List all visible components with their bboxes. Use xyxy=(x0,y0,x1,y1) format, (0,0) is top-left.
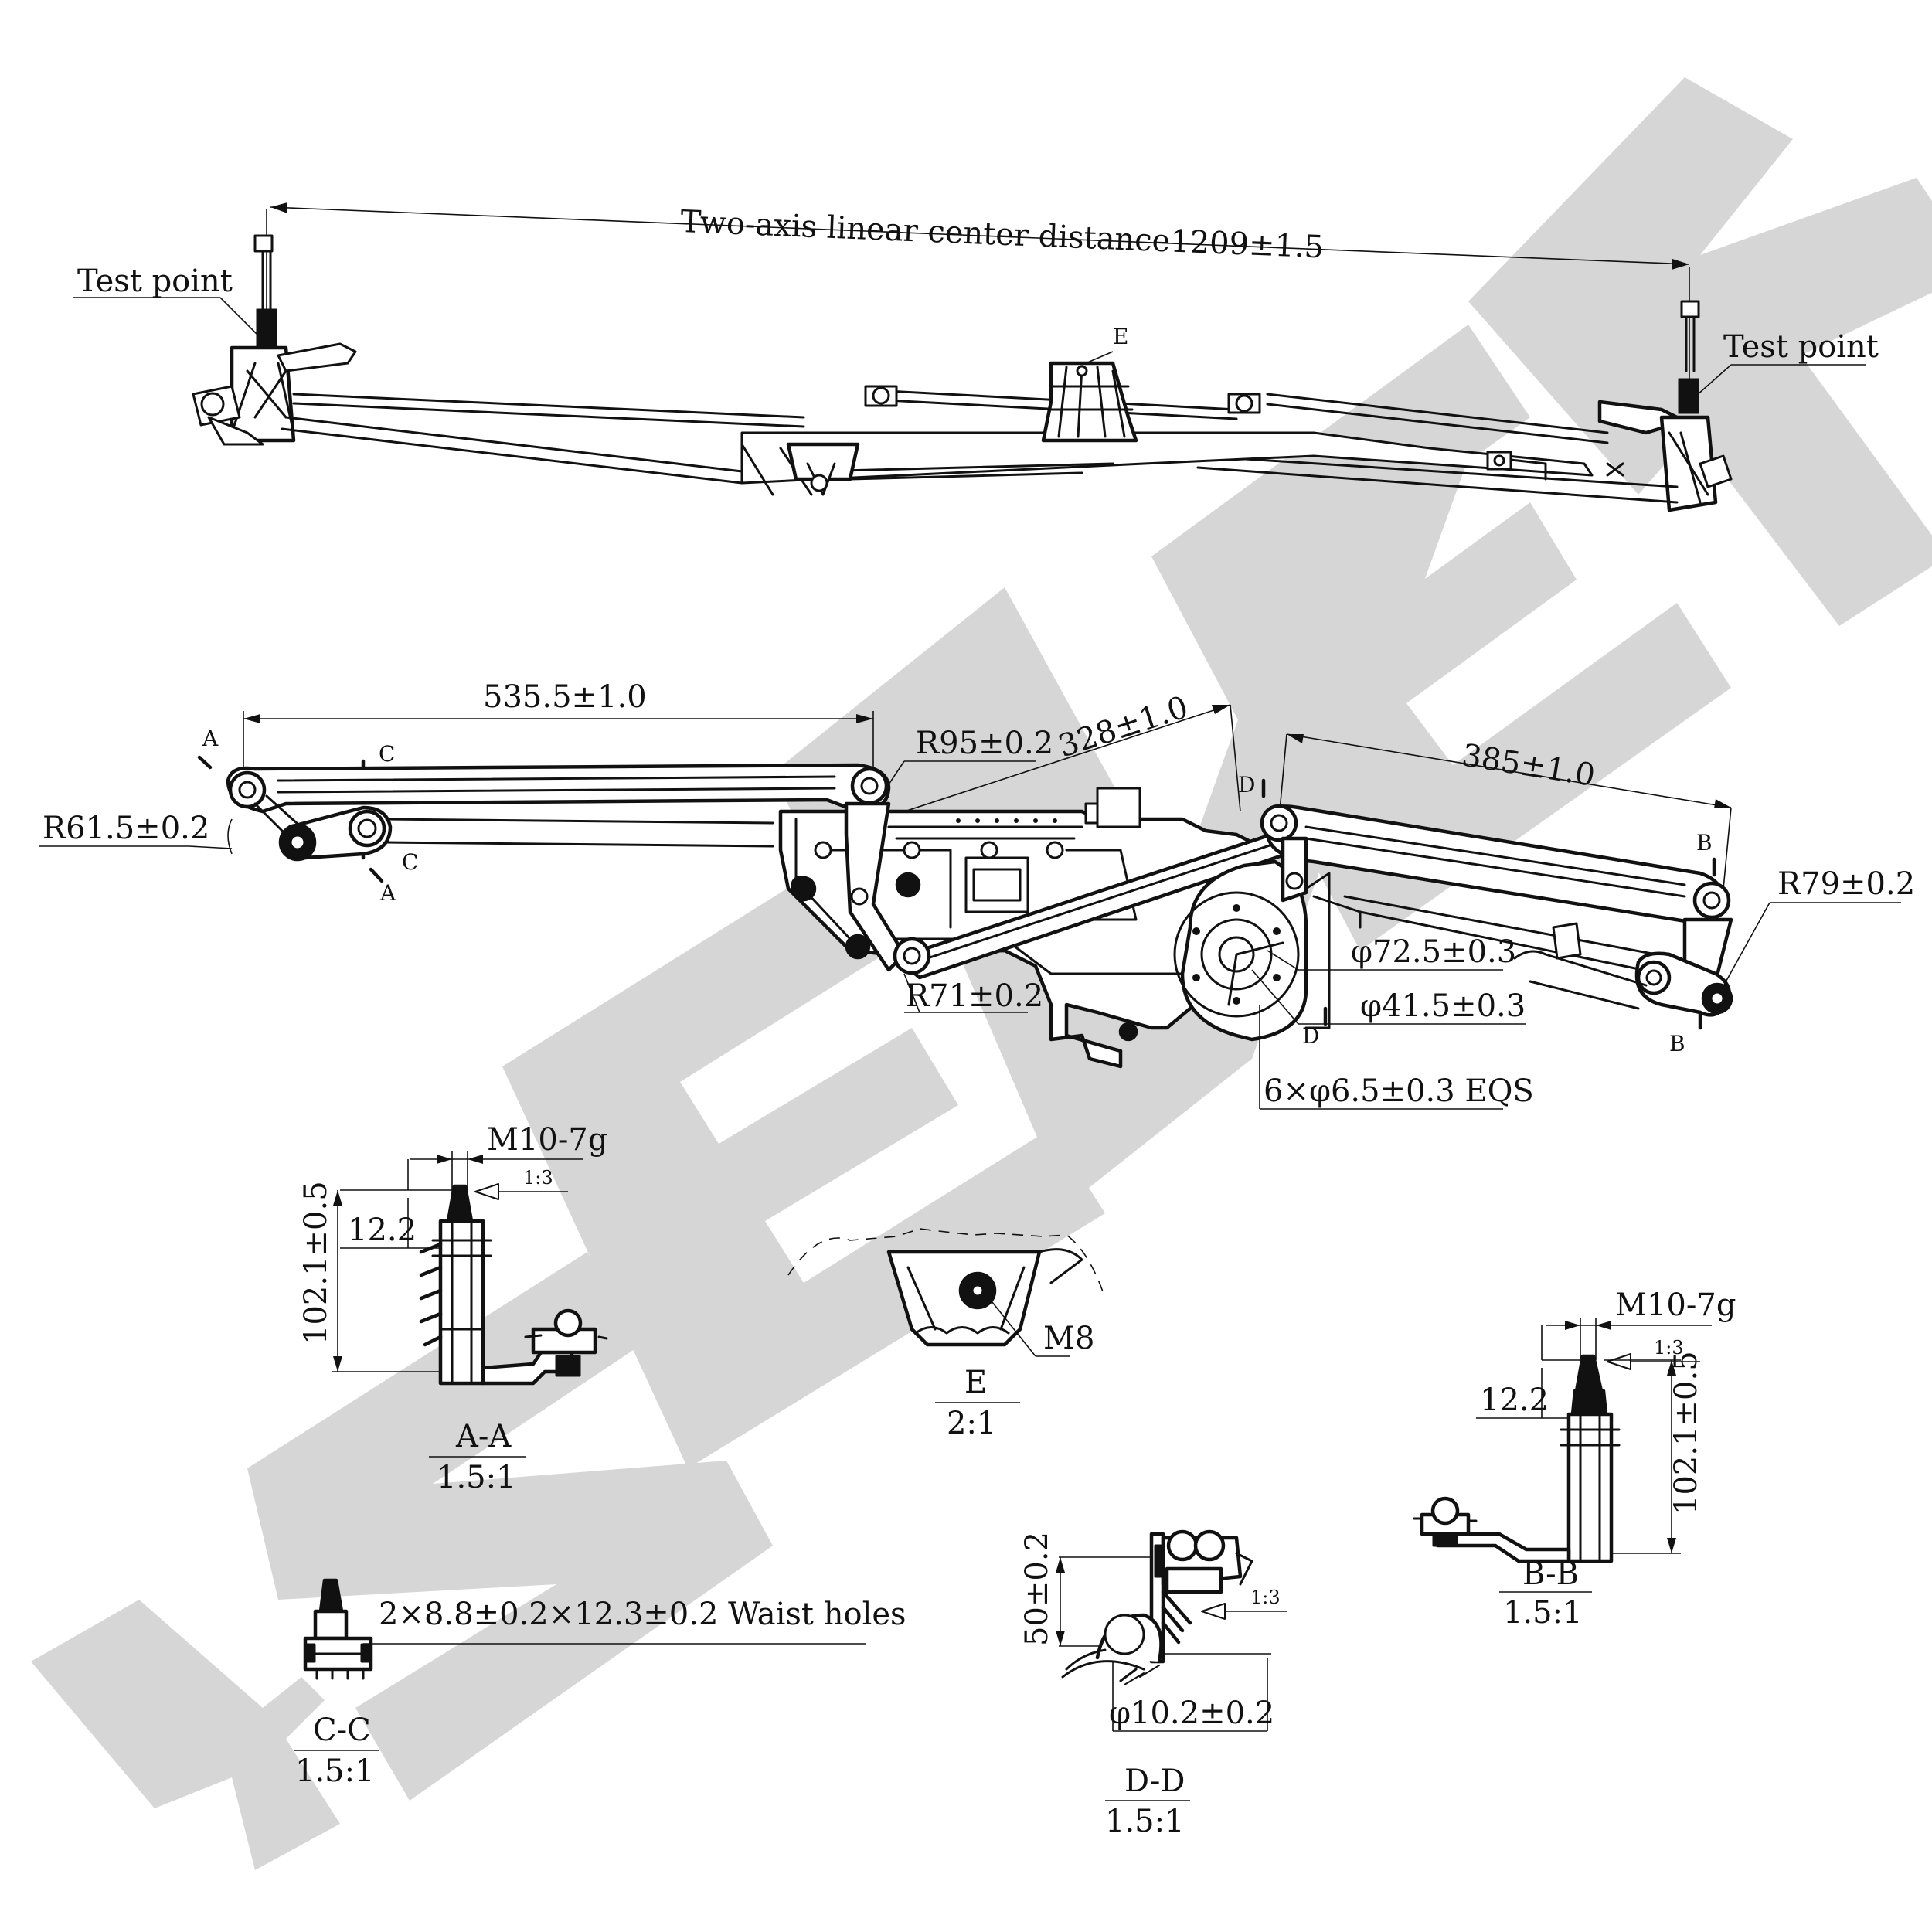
dia-inner-label: φ41.5±0.3 xyxy=(1360,988,1526,1024)
watermark-letter-z xyxy=(247,1252,773,1801)
bb-height-label: 102.1±0.5 xyxy=(1668,1351,1704,1515)
bb-thread-label: M10-7g xyxy=(1615,1287,1736,1323)
aa-height-label: 102.1±0.5 xyxy=(298,1181,334,1345)
center-distance-label: Two-axis linear center distance1209±1.5 xyxy=(680,204,1325,265)
dd-taper-label: 1:3 xyxy=(1250,1587,1281,1608)
bb-scale: 1.5:1 xyxy=(1503,1595,1583,1631)
motor-housing xyxy=(1173,859,1362,1042)
section-aa: M10-7g 1:3 12.2 102.1±0.5 A-A 1.5:1 xyxy=(298,1122,608,1495)
dd-dia-label: φ10.2±0.2 xyxy=(1109,1696,1274,1731)
bb-taper-label: 1:3 xyxy=(1654,1337,1684,1359)
section-cc: 2×8.8±0.2×12.3±0.2 Waist holes C-C 1.5:1 xyxy=(294,1578,906,1789)
aa-small-label: 12.2 xyxy=(348,1213,417,1248)
svg-text:A: A xyxy=(202,726,219,751)
cc-title: C-C xyxy=(313,1713,371,1748)
e-thread-label: M8 xyxy=(1043,1321,1094,1356)
aa-scale: 1.5:1 xyxy=(437,1460,516,1495)
dia-outer-label: φ72.5±0.3 xyxy=(1351,934,1516,970)
dim-385-line xyxy=(1286,733,1732,808)
detail-e: M8 E 2:1 xyxy=(787,1228,1106,1441)
bb-title: B-B xyxy=(1522,1556,1579,1592)
section-dd: 50±0.2 1:3 φ10.2±0.2 D-D 1.5:1 xyxy=(1019,1529,1287,1839)
watermark-letter-e xyxy=(502,835,1105,1468)
section-a-mark-bottom xyxy=(369,867,384,883)
svg-text:C: C xyxy=(402,849,418,875)
e-title: E xyxy=(964,1365,987,1400)
radius-right-label: R79±0.2 xyxy=(1777,866,1915,902)
test-point-right-label: Test point xyxy=(1723,329,1879,365)
watermark-letter-e2 xyxy=(1151,325,1731,951)
dim-535-label: 535.5±1.0 xyxy=(483,679,647,715)
top-rods xyxy=(281,389,1679,504)
left-pivot xyxy=(192,209,357,446)
section-bb: M10-7g 1:3 12.2 102.1±0.5 B-B 1.5:1 xyxy=(1413,1287,1736,1631)
center-distance-line xyxy=(270,206,1690,265)
section-a-mark-top xyxy=(197,755,213,770)
dd-height-label: 50±0.2 xyxy=(1019,1532,1055,1646)
svg-text:A: A xyxy=(379,880,396,906)
svg-text:D: D xyxy=(1302,1023,1319,1049)
svg-text:B: B xyxy=(1696,830,1713,855)
radius-r95-label: R95±0.2 xyxy=(916,726,1053,761)
radius-r71-label: R71±0.2 xyxy=(906,978,1043,1014)
e-scale: 2:1 xyxy=(947,1406,996,1441)
detail-e-marker: E xyxy=(1113,324,1128,349)
crank-link xyxy=(844,801,1301,980)
arrow-right xyxy=(1672,259,1689,270)
radius-left-label: R61.5±0.2 xyxy=(43,811,209,846)
aa-title: A-A xyxy=(455,1419,512,1454)
dim-328-line xyxy=(880,704,1231,820)
cc-scale: 1.5:1 xyxy=(295,1753,375,1789)
dim-328-label: 328±1.0 xyxy=(1054,689,1192,764)
top-left-cluster xyxy=(786,385,1261,496)
bb-small-label: 12.2 xyxy=(1480,1383,1549,1418)
svg-text:C: C xyxy=(379,741,395,767)
aa-taper-label: 1:3 xyxy=(523,1167,553,1189)
watermark-letter-y xyxy=(31,1600,340,1870)
svg-text:B: B xyxy=(1669,1031,1685,1056)
arrow-left xyxy=(270,202,287,213)
top-right-bracket xyxy=(1486,451,1624,481)
watermark-logo xyxy=(31,77,1932,1870)
watermark-letter-k xyxy=(1468,77,1932,626)
test-point-left-label: Test point xyxy=(77,264,233,299)
left-arm xyxy=(226,763,891,862)
aa-thread-label: M10-7g xyxy=(487,1122,607,1158)
dd-title: D-D xyxy=(1124,1764,1185,1799)
holes-label: 6×φ6.5±0.3 EQS xyxy=(1264,1073,1534,1109)
top-center-bracket: E xyxy=(1041,324,1138,443)
dd-scale: 1.5:1 xyxy=(1105,1804,1185,1839)
cc-note-label: 2×8.8±0.2×12.3±0.2 Waist holes xyxy=(379,1597,906,1632)
svg-text:D: D xyxy=(1238,772,1255,798)
right-arm xyxy=(1260,804,1733,1017)
